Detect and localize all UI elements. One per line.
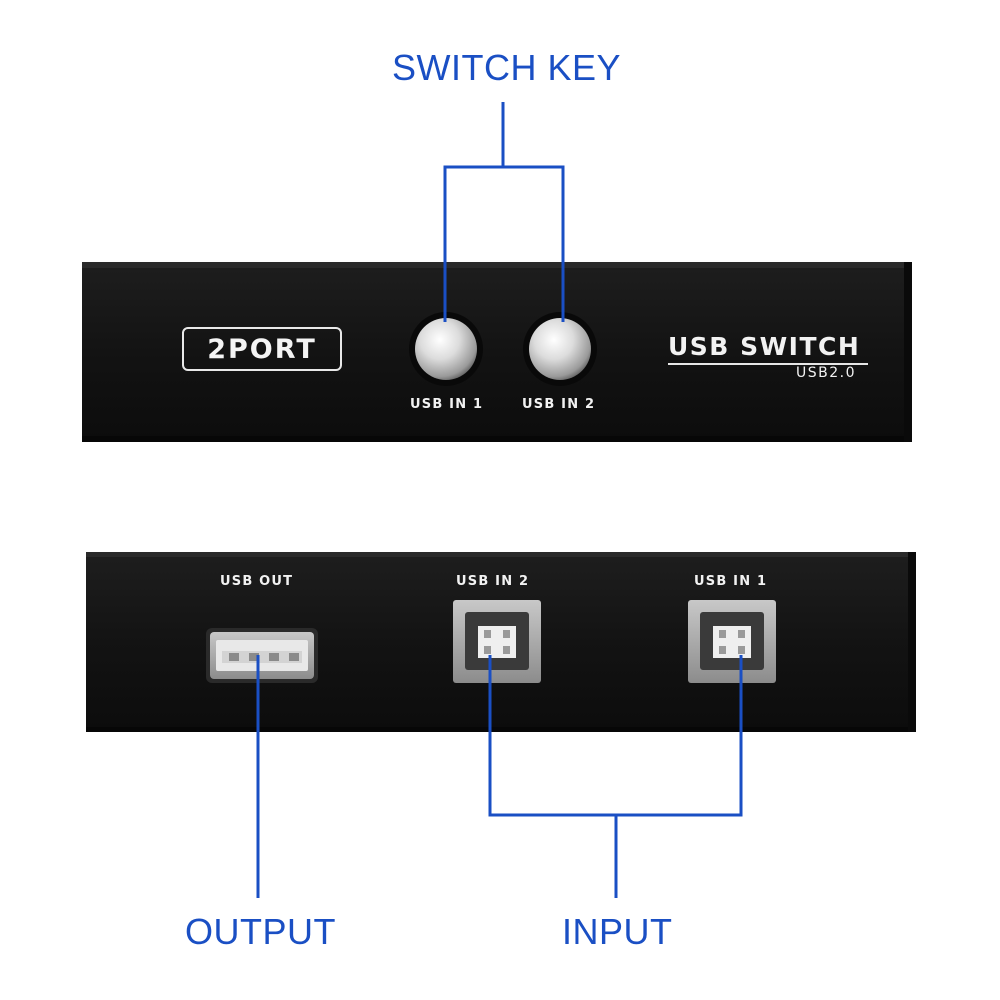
usb-type-b-port-in-1[interactable] [688,600,776,683]
callout-switch-key: SWITCH KEY [392,47,622,88]
push-button-usb-in-1[interactable] [409,312,483,386]
usb-in-1-label: USB IN 1 [694,574,768,589]
usb-type-b-port-in-2[interactable] [453,600,541,683]
brand-underline [668,363,868,365]
callout-output: OUTPUT [185,911,336,952]
front-panel [82,262,912,442]
switch-key-leader [443,102,565,322]
usb-in-2-label: USB IN 2 [456,574,530,589]
brand-title: USB SWITCH [668,332,861,361]
button-1-label: USB IN 1 [410,397,484,412]
usb-type-a-port-out[interactable] [206,628,318,683]
button-2-label: USB IN 2 [522,397,596,412]
input-leader [488,655,743,898]
callout-input: INPUT [562,911,673,952]
port-count-badge: 2PORT [182,327,342,371]
push-button-usb-in-2[interactable] [523,312,597,386]
brand-subtitle: USB2.0 [796,365,857,381]
usb-out-label: USB OUT [220,574,294,589]
